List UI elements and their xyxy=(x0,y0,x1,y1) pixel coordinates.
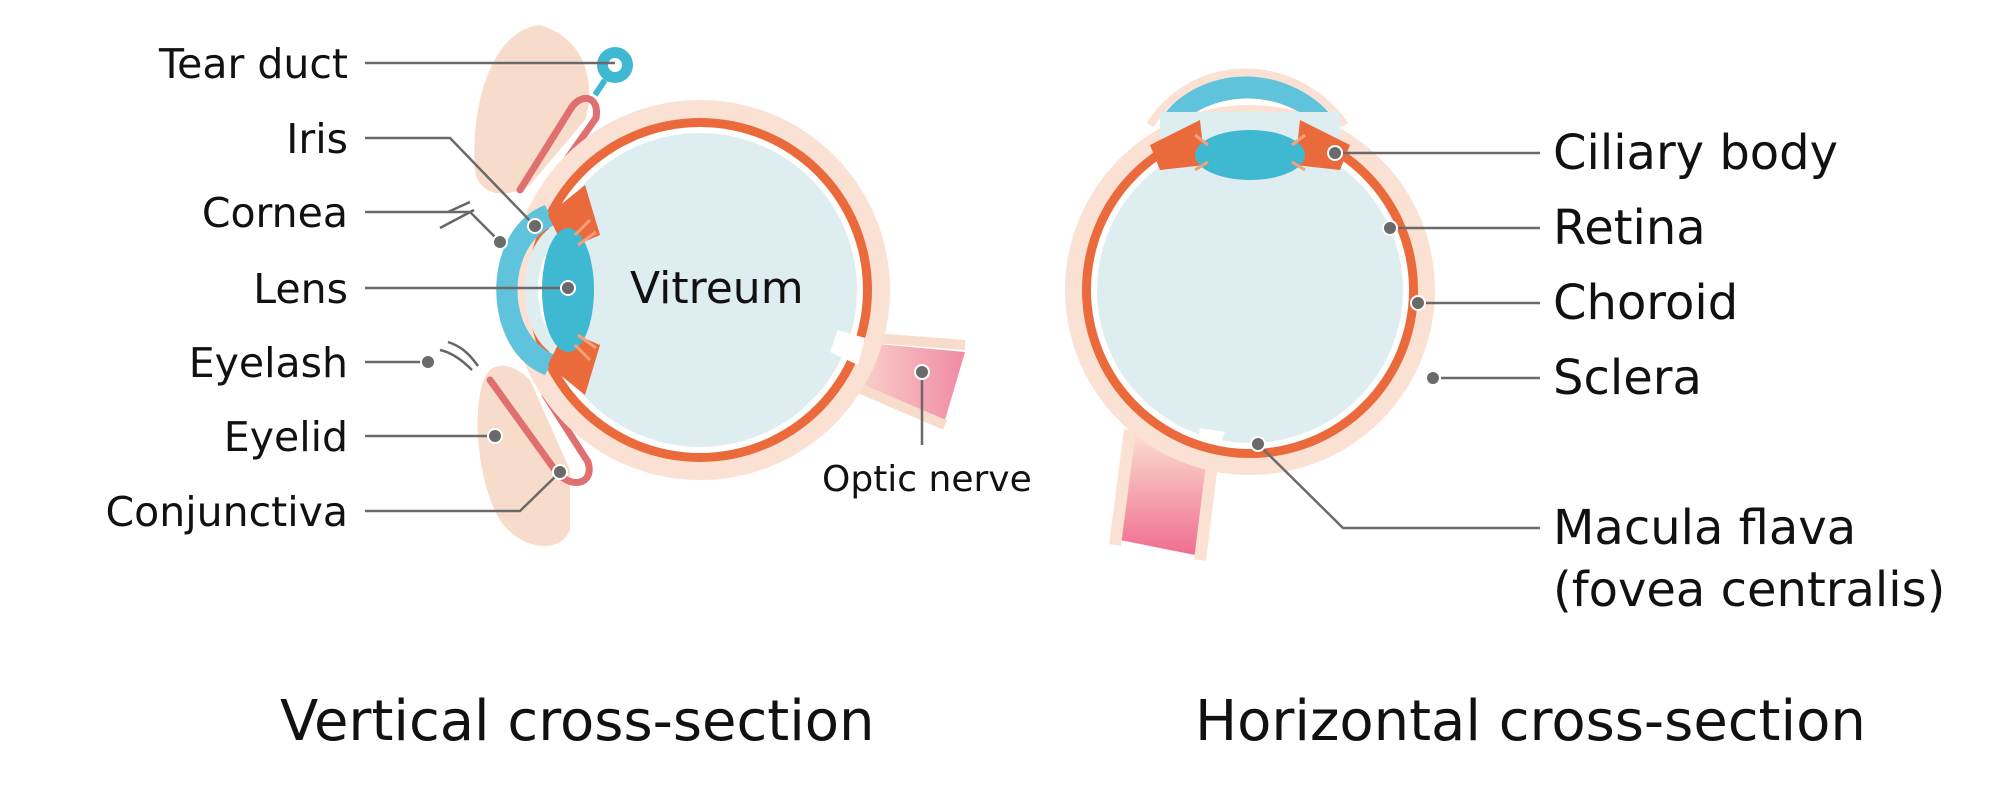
label-macula-flava: Macula flava xyxy=(1553,500,1857,556)
dot-iris xyxy=(527,218,543,234)
dot-optic-nerve xyxy=(914,364,930,380)
vitreous-horizontal xyxy=(1097,137,1403,443)
ciliary-left-h xyxy=(1150,120,1205,170)
vertical-eye xyxy=(439,25,966,547)
label-choroid: Choroid xyxy=(1553,275,1739,331)
upper-eyelid xyxy=(474,25,590,194)
cornea-sclera-h xyxy=(1146,68,1349,128)
cornea-vertical xyxy=(496,205,555,375)
lower-eyelid xyxy=(477,365,570,547)
vertical-leader-dots xyxy=(420,218,930,480)
horizontal-eye xyxy=(1065,68,1435,561)
leader-conjunctiva xyxy=(365,471,561,513)
label-conjunctiva: Conjunctiva xyxy=(105,488,348,536)
dot-sclera xyxy=(1425,370,1441,386)
upper-eyelid-conjunctiva xyxy=(516,94,600,194)
label-iris: Iris xyxy=(286,115,348,163)
leader-macula xyxy=(1257,443,1540,530)
caption-horizontal: Horizontal cross-section xyxy=(1195,689,1866,754)
dot-eyelid xyxy=(487,428,503,444)
vitreous-vertical xyxy=(543,133,857,447)
label-eyelash: Eyelash xyxy=(188,339,348,387)
horizontal-leaders xyxy=(1257,151,1540,530)
tear-duct-center xyxy=(608,58,622,72)
dot-lens xyxy=(560,280,576,296)
vertical-leaders xyxy=(365,61,924,513)
dot-cornea xyxy=(492,234,508,250)
dot-conjunctiva xyxy=(552,464,568,480)
dot-retina xyxy=(1382,220,1398,236)
caption-vertical: Vertical cross-section xyxy=(280,689,875,754)
leader-iris xyxy=(365,136,536,227)
dot-choroid xyxy=(1410,295,1426,311)
label-ciliary-body: Ciliary body xyxy=(1553,125,1839,181)
anterior-chamber-vertical xyxy=(525,225,562,355)
tear-duct-channel xyxy=(592,78,608,97)
label-sclera: Sclera xyxy=(1553,350,1702,406)
zonules-horizontal xyxy=(1194,133,1306,172)
zonules-vertical xyxy=(573,218,597,362)
label-tear-duct: Tear duct xyxy=(159,40,348,88)
label-cornea: Cornea xyxy=(201,189,348,237)
label-optic-nerve: Optic nerve xyxy=(822,459,1032,500)
lens-horizontal xyxy=(1195,130,1305,180)
label-lens: Lens xyxy=(253,265,348,313)
cornea-h xyxy=(1160,75,1335,130)
eyelashes-lower xyxy=(439,340,480,371)
label-fovea-centralis: (fovea centralis) xyxy=(1553,562,1946,618)
label-eyelid: Eyelid xyxy=(223,413,348,461)
dot-ciliary-body xyxy=(1327,145,1343,161)
optic-disc-vertical xyxy=(830,330,865,365)
leader-cornea xyxy=(365,210,501,243)
dot-macula xyxy=(1250,436,1266,452)
eyelashes-upper xyxy=(439,200,475,230)
optic-disc-h xyxy=(1198,428,1225,445)
dot-eyelash xyxy=(420,354,436,370)
horizontal-leader-dots xyxy=(1250,145,1441,452)
label-retina: Retina xyxy=(1553,200,1706,256)
label-vitreum: Vitreum xyxy=(630,263,804,314)
